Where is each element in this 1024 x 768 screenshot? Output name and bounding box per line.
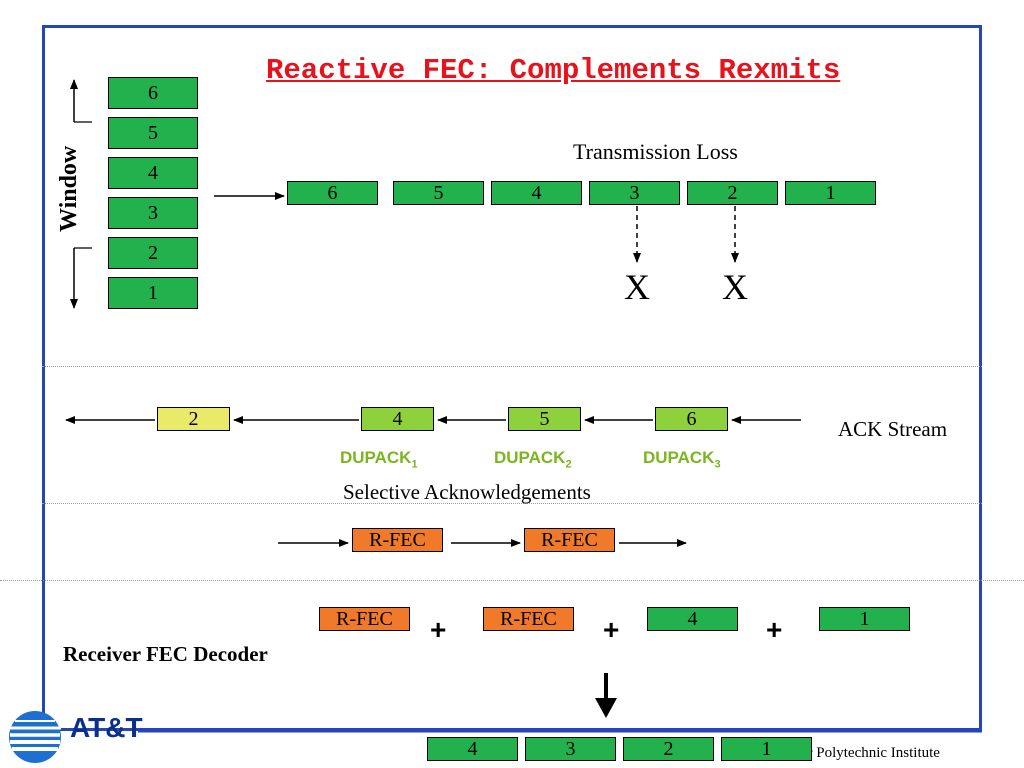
section-separator: [42, 503, 982, 504]
decoder-down-arrow: [595, 698, 617, 718]
decoder-label: Receiver FEC Decoder: [63, 642, 268, 666]
sent-packet-2: 2: [687, 181, 778, 205]
window-packet-5: 5: [108, 117, 198, 149]
dupack-2: DUPACK2: [494, 448, 572, 471]
dupack-1: DUPACK1: [340, 448, 418, 471]
decoder-input-rfec-2: R-FEC: [483, 607, 574, 631]
rfec-stream-1: R-FEC: [352, 528, 443, 552]
window-packet-4: 4: [108, 157, 198, 189]
ack-5: 5: [508, 407, 581, 431]
sent-packet-6: 6: [287, 181, 378, 205]
att-globe-icon: [9, 711, 61, 763]
sent-packet-3: 3: [589, 181, 680, 205]
decoded-packet-4: 4: [427, 737, 518, 761]
ack-2: 2: [157, 407, 230, 431]
selective-ack-label: Selective Acknowledgements: [343, 480, 591, 504]
dupack-3: DUPACK3: [643, 448, 721, 471]
window-packet-2: 2: [108, 237, 198, 269]
slide-title: Reactive FEC: Complements Rexmits: [266, 54, 841, 87]
lost-mark-3: X: [624, 267, 650, 307]
transmission-loss-label: Transmission Loss: [573, 139, 738, 164]
att-logo-text: AT&T: [70, 712, 143, 743]
section-separator: [0, 580, 1024, 581]
window-packet-3: 3: [108, 197, 198, 229]
section-separator: [42, 366, 982, 367]
decoder-input-4: 4: [647, 607, 738, 631]
plus-sign: +: [766, 614, 783, 645]
ack-stream-label: ACK Stream: [838, 417, 948, 441]
decoded-packet-1: 1: [721, 737, 812, 761]
window-packet-6: 6: [108, 77, 198, 109]
sent-packet-4: 4: [491, 181, 582, 205]
lost-mark-2: X: [722, 267, 748, 307]
plus-sign: +: [603, 614, 620, 645]
sent-packet-5: 5: [393, 181, 484, 205]
sent-packet-1: 1: [785, 181, 876, 205]
window-packet-1: 1: [108, 277, 198, 309]
rfec-stream-2: R-FEC: [524, 528, 615, 552]
plus-sign: +: [430, 614, 447, 645]
decoded-packet-2: 2: [623, 737, 714, 761]
decoder-input-1: 1: [819, 607, 910, 631]
footer-institute: laer Polytechnic Institute: [790, 745, 940, 761]
decoder-input-rfec-1: R-FEC: [319, 607, 410, 631]
ack-4: 4: [361, 407, 434, 431]
decoded-packet-3: 3: [525, 737, 616, 761]
ack-6: 6: [655, 407, 728, 431]
